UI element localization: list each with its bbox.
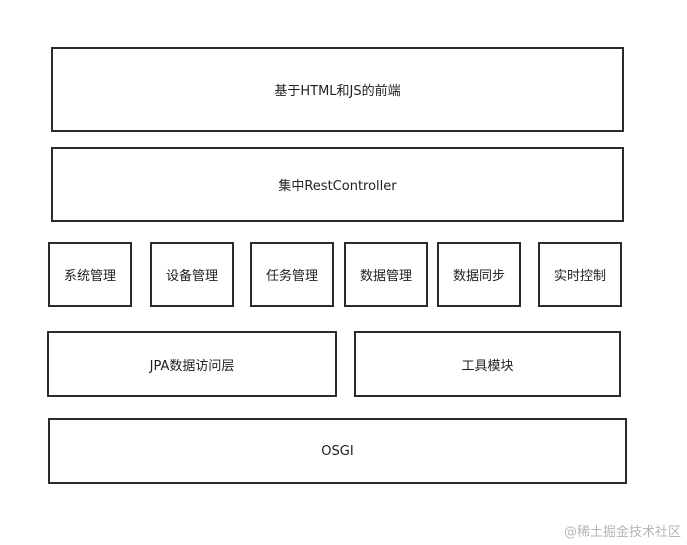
module-task-management: 任务管理	[250, 242, 334, 307]
tool-module-label: 工具模块	[461, 358, 514, 374]
module-data-management: 数据管理	[344, 242, 428, 307]
module-label: 设备管理	[165, 269, 218, 284]
module-device-management: 设备管理	[150, 242, 234, 307]
module-label: 数据同步	[452, 269, 505, 284]
jpa-data-access-layer-label: JPA数据访问层	[149, 358, 235, 374]
module-realtime-control: 实时控制	[538, 242, 622, 307]
rest-controller-layer: 集中RestController	[51, 147, 624, 222]
module-label: 实时控制	[553, 269, 606, 284]
module-system-management: 系统管理	[48, 242, 132, 307]
osgi-layer: OSGI	[48, 418, 627, 484]
osgi-layer-label: OSGI	[321, 443, 354, 459]
module-label: 数据管理	[359, 269, 412, 284]
module-label: 任务管理	[265, 269, 318, 284]
rest-controller-layer-label: 集中RestController	[278, 179, 397, 194]
frontend-layer: 基于HTML和JS的前端	[51, 47, 624, 132]
module-label: 系统管理	[63, 269, 116, 284]
jpa-data-access-layer: JPA数据访问层	[47, 331, 337, 397]
watermark: @稀土掘金技术社区	[563, 525, 681, 540]
module-data-sync: 数据同步	[437, 242, 521, 307]
tool-module: 工具模块	[354, 331, 621, 397]
frontend-layer-label: 基于HTML和JS的前端	[274, 84, 401, 99]
